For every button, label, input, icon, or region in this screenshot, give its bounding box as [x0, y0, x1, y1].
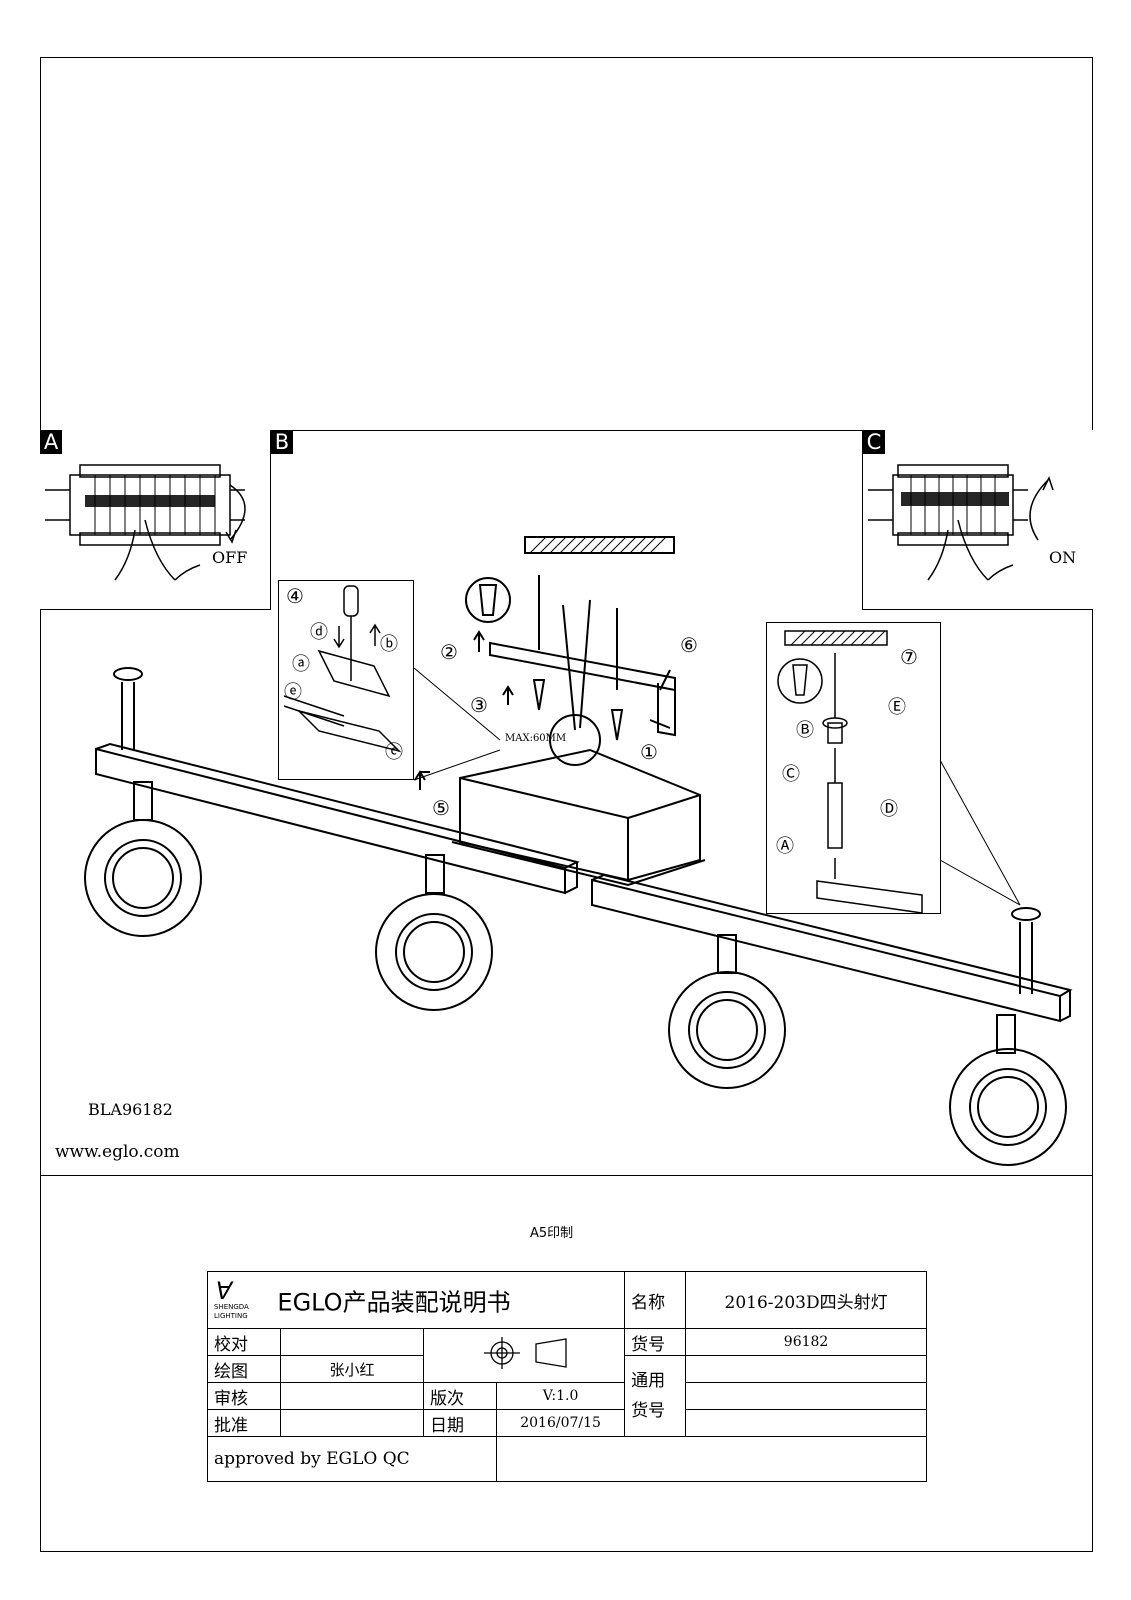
draw-label: 绘图 [207, 1355, 281, 1383]
sub-label-a: ⓐ [292, 654, 310, 675]
title-cell: Ɐ SHENGDA LIGHTING EGLO产品装配说明书 [206, 1271, 626, 1329]
review-label: 审核 [207, 1382, 281, 1410]
common-item-label: 通用货号 [624, 1355, 687, 1437]
logo-icon: Ɐ SHENGDA LIGHTING [214, 1277, 249, 1320]
breaker-on-illustration [868, 464, 1054, 581]
step-6-label: ⑥ [680, 633, 698, 657]
name-value: 2016-203D四头射灯 [685, 1271, 927, 1329]
step-4-label: ④ [286, 584, 304, 608]
name-label: 名称 [624, 1271, 687, 1329]
step-2-label: ② [440, 640, 458, 664]
step-3-label: ③ [470, 693, 488, 717]
approve-label: 批准 [207, 1409, 281, 1437]
print-size-label: A5印制 [530, 1226, 574, 1241]
approved-blank [496, 1436, 927, 1482]
common-item-value-3 [685, 1409, 927, 1437]
panel-c-power-on: C ON [862, 430, 1093, 610]
sub-label-D: Ⓓ [880, 799, 898, 820]
off-label: OFF [212, 548, 248, 567]
detail-wiring-box [278, 580, 414, 780]
date-label: 日期 [423, 1409, 497, 1437]
breaker-off-illustration [45, 464, 246, 581]
max-cable-label: MAX:60MM [505, 733, 567, 744]
step-7-label: ⑦ [900, 645, 918, 669]
sub-label-c: ⓒ [385, 742, 403, 763]
sub-label-A: Ⓐ [776, 836, 794, 857]
step-5-label: ⑤ [432, 796, 450, 820]
version-value: V:1.0 [495, 1382, 626, 1410]
stem-illustration [777, 630, 923, 914]
doc-title: EGLO产品装配说明书 [277, 1288, 511, 1317]
projection-symbol [422, 1328, 626, 1383]
item-value: 96182 [685, 1328, 927, 1356]
panel-c-tag: C [863, 430, 885, 454]
model-number: BLA96182 [88, 1100, 173, 1119]
sub-label-C: Ⓒ [782, 764, 800, 785]
approve-value [280, 1409, 424, 1437]
check-value [280, 1328, 424, 1356]
common-item-value-1 [685, 1355, 927, 1383]
step-1-label: ① [640, 740, 658, 764]
sub-label-b: ⓑ [380, 634, 398, 655]
version-label: 版次 [423, 1382, 497, 1410]
website-link[interactable]: www.eglo.com [55, 1142, 180, 1162]
wiring-illustration [283, 585, 402, 753]
common-item-value-2 [685, 1382, 927, 1410]
item-label: 货号 [624, 1328, 687, 1356]
sub-label-B: Ⓑ [796, 720, 814, 741]
review-value [280, 1382, 424, 1410]
projection-icon [484, 1337, 567, 1369]
date-value: 2016/07/15 [495, 1409, 626, 1437]
sub-label-e: ⓔ [284, 682, 302, 703]
on-label: ON [1049, 548, 1077, 567]
panel-a-tag: A [40, 430, 62, 454]
sub-label-d: ⓓ [310, 622, 328, 643]
divider-top [40, 430, 1093, 431]
logo-text: SHENGDA LIGHTING [214, 1303, 249, 1320]
check-label: 校对 [207, 1328, 281, 1356]
title-block-table: Ɐ SHENGDA LIGHTING EGLO产品装配说明书 名称 2016-2… [206, 1271, 927, 1482]
sub-label-E: Ⓔ [888, 697, 906, 718]
page-frame [40, 57, 1093, 1552]
approved-note: approved by EGLO QC [207, 1436, 497, 1482]
panel-b-tag: B [271, 430, 293, 454]
draw-value: 张小红 [280, 1355, 424, 1383]
detail-stem-box [766, 622, 941, 914]
divider-bottom [40, 1175, 1093, 1176]
panel-a-power-off: A OFF [40, 430, 271, 610]
